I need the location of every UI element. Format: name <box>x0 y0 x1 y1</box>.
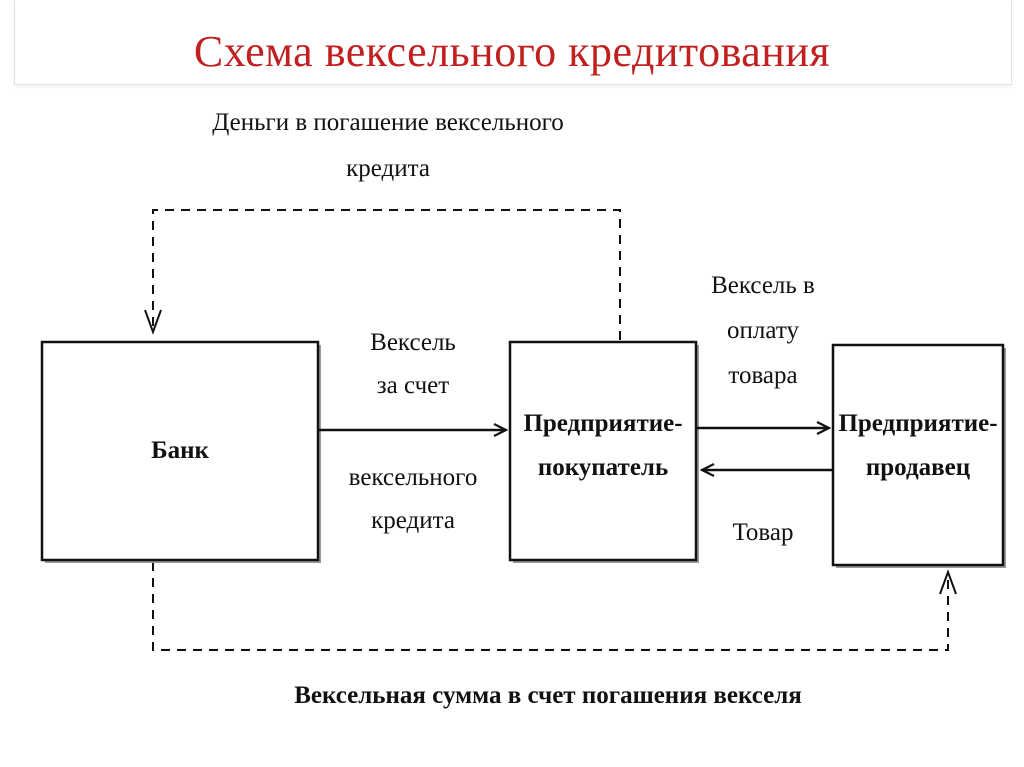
bill-sum-repayment-label: Вексельная сумма в счет погашения вексел… <box>294 682 802 709</box>
bank-box <box>40 340 320 562</box>
buyer-label-line2: покупатель <box>538 454 668 481</box>
bill-on-credit-label-line3: вексельного <box>349 464 478 491</box>
bill-on-credit-label-line4: кредита <box>371 507 455 534</box>
dashed-money-repayment-line <box>152 209 621 340</box>
dashed-arrowhead-to-seller <box>939 569 957 595</box>
seller-label-line1: Предприятие- <box>838 410 997 437</box>
slide-title: Схема вексельного кредитования <box>193 27 831 76</box>
seller-box <box>831 343 1005 567</box>
slide-title-frame <box>14 0 1012 85</box>
goods-label: Товар <box>733 519 794 546</box>
buyer-label-line1: Предприятие- <box>523 410 682 437</box>
bill-payment-label-line1: Вексель в <box>711 272 815 299</box>
dashed-bill-sum-line <box>152 562 949 651</box>
buyer-box <box>508 340 698 562</box>
seller-label-line2: продавец <box>866 454 970 481</box>
bill-on-credit-label-line1: Вексель <box>370 329 456 356</box>
bill-on-credit-label-line2: за счет <box>377 372 449 399</box>
bill-payment-label-line3: товара <box>728 362 797 389</box>
money-repayment-label-line2: кредита <box>346 155 430 182</box>
bill-payment-label-line2: оплату <box>727 317 799 344</box>
bank-label: Банк <box>151 437 209 464</box>
dashed-arrowhead-to-bank <box>144 309 162 335</box>
money-repayment-label-line1: Деньги в погашение вексельного <box>212 109 564 136</box>
